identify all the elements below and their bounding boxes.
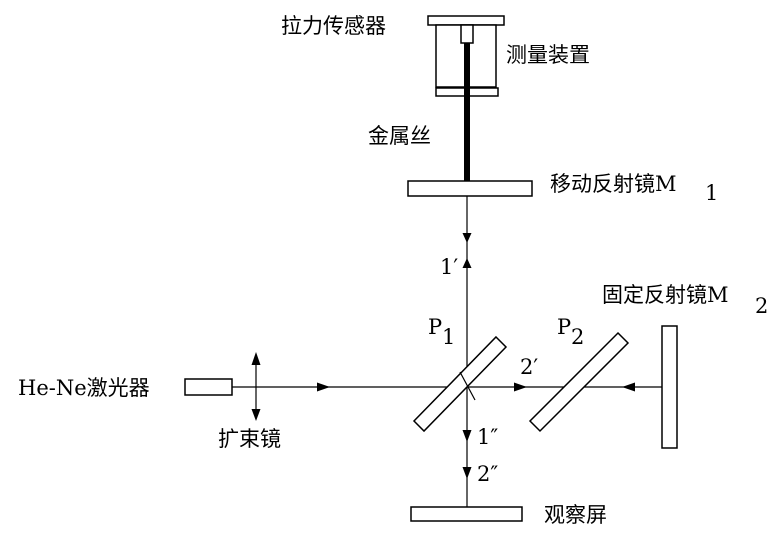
label-fixed-mirror-sub: 2: [755, 294, 768, 318]
label-beam-2dprime: 2″: [477, 462, 498, 486]
arrow-2prime-right: [514, 382, 527, 392]
beam-splitter-p1-center: [459, 371, 476, 401]
beam-arrows: [317, 233, 635, 479]
label-beam-expander: 扩束镜: [218, 427, 281, 451]
label-plate-p1-sub: 1: [442, 325, 455, 349]
movable-mirror-m1: [407, 180, 533, 197]
arrow-m1-down: [462, 233, 472, 243]
wire-clamp: [460, 24, 474, 44]
force-sensor-top-plate: [427, 15, 505, 26]
label-laser: He-Ne激光器: [18, 376, 150, 400]
arrow-laser-right: [317, 382, 330, 392]
label-movable-mirror: 移动反射镜M: [550, 172, 677, 196]
label-plate-p2: P: [557, 315, 571, 339]
label-beam-1dprime: 1″: [477, 425, 498, 449]
label-fixed-mirror: 固定反射镜M: [602, 283, 729, 307]
beam-splitter-p1: [412, 335, 508, 433]
label-beam-2prime: 2′: [520, 355, 538, 379]
arrow-2dprime-down: [462, 467, 472, 479]
label-plate-p2-sub: 2: [571, 325, 584, 349]
label-force-sensor: 拉力传感器: [281, 14, 386, 38]
arrow-m2-left: [622, 382, 635, 392]
arrow-1dprime-down: [462, 430, 472, 442]
label-observation-screen: 观察屏: [544, 503, 607, 527]
label-metal-wire: 金属丝: [368, 124, 431, 148]
arrow-1prime-up: [462, 258, 472, 268]
observation-screen: [410, 506, 523, 522]
compensator-p2: [528, 331, 630, 433]
label-measuring-device: 测量装置: [506, 43, 590, 67]
label-movable-mirror-sub: 1: [705, 181, 718, 205]
label-plate-p1: P: [428, 315, 442, 339]
beam-expander-icon: [251, 352, 261, 421]
label-beam-1prime: 1′: [440, 255, 458, 279]
laser-box: [184, 378, 233, 396]
fixed-mirror-m2: [661, 325, 678, 449]
